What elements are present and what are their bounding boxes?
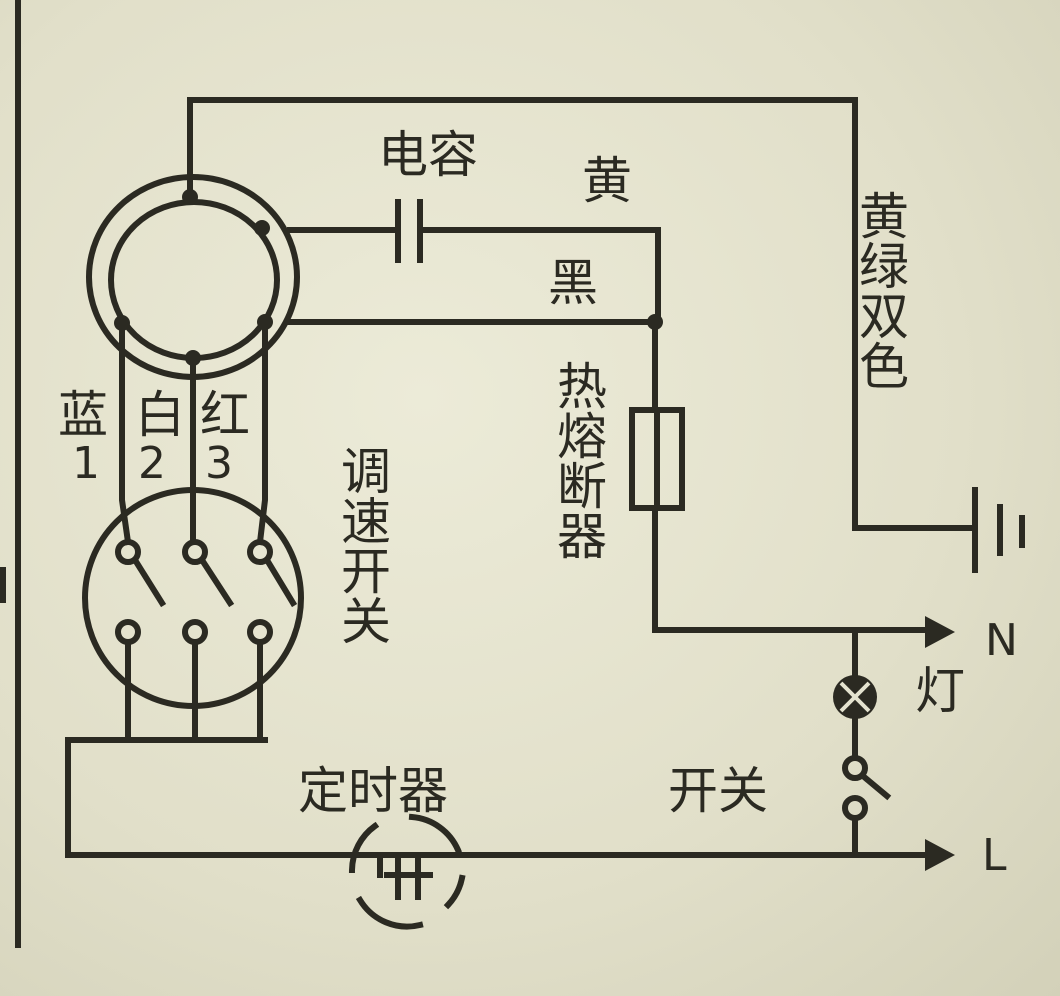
lamp-icon (833, 675, 877, 719)
speed-switch-label: 调速开关 (333, 445, 391, 645)
capacitor-icon (395, 199, 423, 263)
yellow-wire-label: 黄 (582, 152, 632, 210)
lamp-switch-icon[interactable] (842, 755, 892, 821)
blue-label: 蓝 (58, 386, 108, 444)
white-label: 白 (135, 386, 185, 444)
live-arrow-icon (925, 839, 955, 871)
blue-number: 1 (72, 438, 100, 489)
timer-icon[interactable] (348, 813, 466, 930)
timer-label: 定时器 (298, 762, 448, 820)
neutral-arrow-icon (925, 616, 955, 648)
neutral-label: N (985, 615, 1018, 666)
lamp-label: 灯 (915, 662, 965, 720)
red-number: 3 (205, 438, 233, 489)
yellow-green-label-text: 黄绿双色 (851, 190, 909, 390)
neutral-wire (652, 505, 933, 633)
ground-wire (187, 97, 978, 531)
ground-icon (972, 487, 1025, 573)
red-label: 红 (200, 386, 250, 444)
thermal-fuse-label: 热熔断器 (549, 360, 607, 560)
speed-switch-icon[interactable] (82, 319, 304, 743)
live-label: L (982, 830, 1007, 881)
black-wire-label: 黑 (548, 254, 598, 312)
yellow-wire (417, 227, 661, 325)
capacitor-label: 电容 (378, 126, 478, 184)
live-wire (65, 737, 933, 858)
switch-label: 开关 (668, 762, 768, 820)
white-number: 2 (138, 438, 166, 489)
